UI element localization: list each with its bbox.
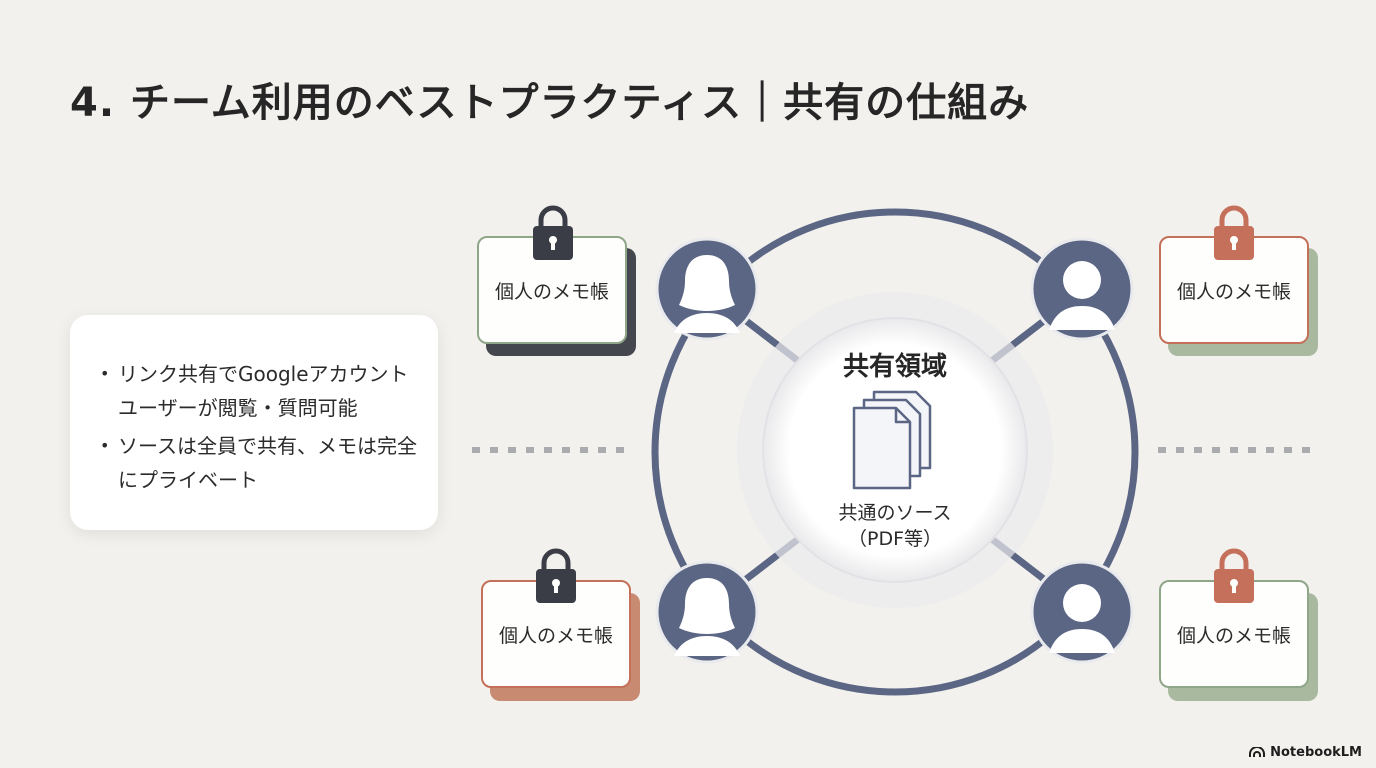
shared-source-caption-line1: 共通のソース <box>838 502 952 524</box>
lock-icon <box>1214 548 1254 603</box>
memo-label: 個人のメモ帳 <box>498 624 613 647</box>
shared-area-heading: 共有領域 <box>842 352 947 382</box>
info-bullet-sharing: リンク共有でGoogleアカウントユーザーが閲覧・質問可能 <box>100 357 418 425</box>
brand-name: NotebookLM <box>1270 745 1362 760</box>
info-bullet-privacy: ソースは全員で共有、メモは完全にプライベート <box>100 429 418 497</box>
lock-icon <box>536 548 576 603</box>
lock-icon <box>1214 205 1254 260</box>
notebooklm-logo-icon <box>1249 747 1266 757</box>
info-card: リンク共有でGoogleアカウントユーザーが閲覧・質問可能 ソースは全員で共有、… <box>70 315 438 530</box>
page-title: 4. チーム利用のベストプラクティス｜共有の仕組み <box>70 80 1030 126</box>
shared-source-caption: 共通のソース （PDF等） <box>795 500 995 552</box>
memo-card-bottom-right: 個人のメモ帳 <box>1159 580 1309 688</box>
avatar-bottom-right-icon <box>1030 560 1134 664</box>
avatar-bottom-left-icon <box>655 560 759 664</box>
memo-card-top-right: 個人のメモ帳 <box>1159 236 1309 344</box>
info-bullet-list: リンク共有でGoogleアカウントユーザーが閲覧・質問可能 ソースは全員で共有、… <box>100 357 418 497</box>
memo-card-top-left: 個人のメモ帳 <box>477 236 627 344</box>
outer-ring <box>651 208 1139 696</box>
dotted-connector-right <box>1158 447 1320 453</box>
memo-label: 個人のメモ帳 <box>494 280 609 303</box>
avatar-top-right-icon <box>1030 237 1134 341</box>
memo-label: 個人のメモ帳 <box>1176 624 1291 647</box>
documents-icon <box>852 390 932 490</box>
dotted-connector-left <box>472 447 634 453</box>
brand-logo: NotebookLM <box>1249 745 1362 760</box>
avatar-top-left-icon <box>655 237 759 341</box>
memo-label: 個人のメモ帳 <box>1176 280 1291 303</box>
shared-source-caption-line2: （PDF等） <box>847 528 943 550</box>
memo-card-bottom-left: 個人のメモ帳 <box>481 580 631 688</box>
lock-icon <box>533 205 573 260</box>
